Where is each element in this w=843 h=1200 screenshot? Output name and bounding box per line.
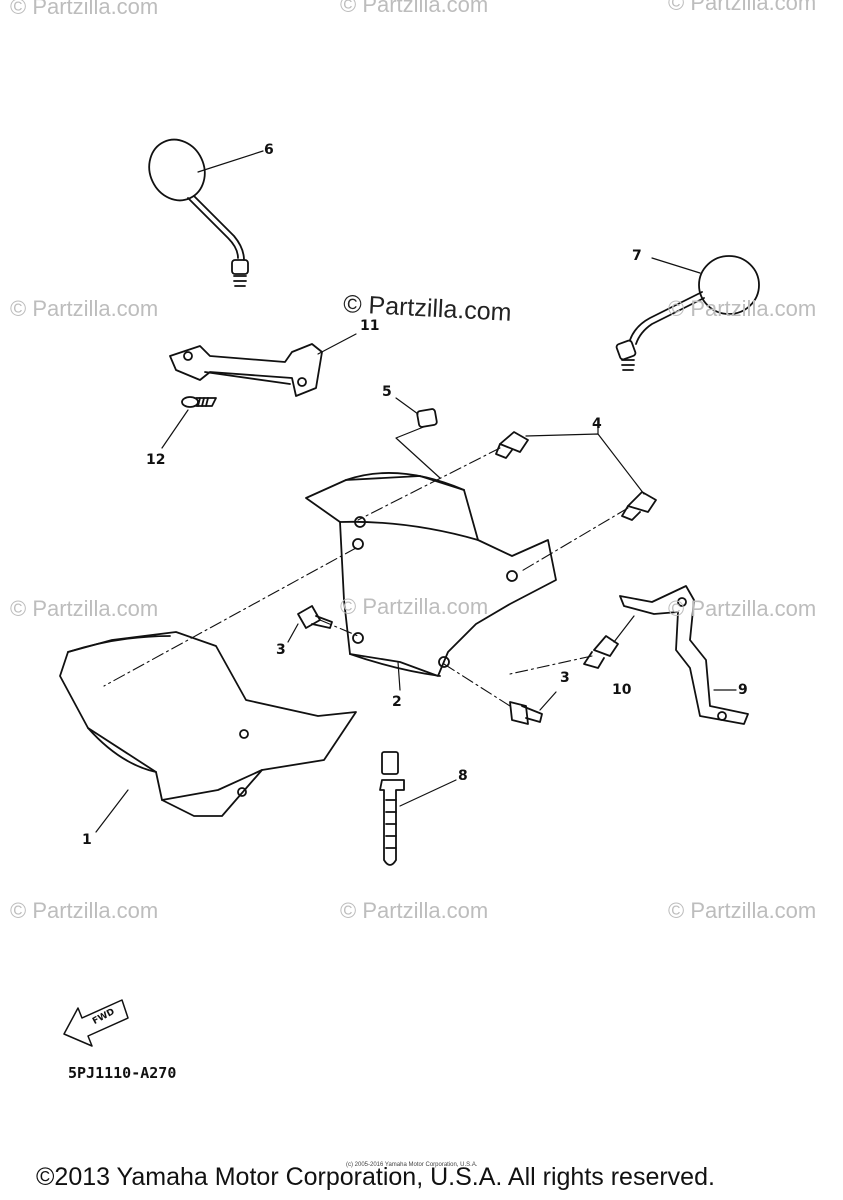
watermark: © Partzilla.com xyxy=(668,0,817,15)
watermark: © Partzilla.com xyxy=(668,898,817,923)
fwd-arrow-icon xyxy=(63,999,129,1047)
callout-7: 7 xyxy=(632,248,642,264)
diagram-code: 5PJ1110-A270 xyxy=(68,1064,177,1082)
assembly-lines xyxy=(103,447,629,707)
bolt-left xyxy=(287,605,333,643)
callout-2: 2 xyxy=(392,694,402,710)
callout-5: 5 xyxy=(382,384,392,400)
watermark: © Partzilla.com xyxy=(10,596,159,621)
fine-print: (c) 2005-2016 Yamaha Motor Corporation, … xyxy=(346,1162,478,1168)
mirror-right xyxy=(615,255,760,371)
mirror-left xyxy=(148,138,264,287)
watermark: © Partzilla.com xyxy=(340,594,489,619)
bracket-right xyxy=(619,585,749,725)
watermark: © Partzilla.com xyxy=(668,596,817,621)
screw-right xyxy=(583,615,635,669)
watermark: © Partzilla.com xyxy=(668,296,817,321)
callout-8: 8 xyxy=(458,768,468,784)
copyright-notice: ©2013 Yamaha Motor Corporation, U.S.A. A… xyxy=(36,1163,715,1191)
callout-3a: 3 xyxy=(276,642,286,658)
bracket-upper-left xyxy=(169,333,357,397)
bolt-right xyxy=(509,691,557,725)
cable-tie xyxy=(379,751,457,866)
callout-6: 6 xyxy=(264,142,274,158)
watermark: © Partzilla.com xyxy=(340,898,489,923)
callout-12: 12 xyxy=(146,452,166,468)
screw-pair xyxy=(495,427,657,521)
callout-4: 4 xyxy=(592,416,602,432)
callout-11: 11 xyxy=(360,318,380,334)
handlebar-cover xyxy=(59,631,357,833)
watermark: © Partzilla.com xyxy=(10,898,159,923)
watermark: © Partzilla.com xyxy=(10,0,159,19)
screw-upper-left xyxy=(161,396,217,449)
callout-3b: 3 xyxy=(560,670,570,686)
watermark: © Partzilla.com xyxy=(340,0,489,17)
callout-1: 1 xyxy=(82,832,92,848)
callout-9: 9 xyxy=(738,682,748,698)
nut xyxy=(395,397,441,479)
inner-cover xyxy=(305,472,557,691)
watermark: © Partzilla.com xyxy=(10,296,159,321)
callout-10: 10 xyxy=(612,682,632,698)
